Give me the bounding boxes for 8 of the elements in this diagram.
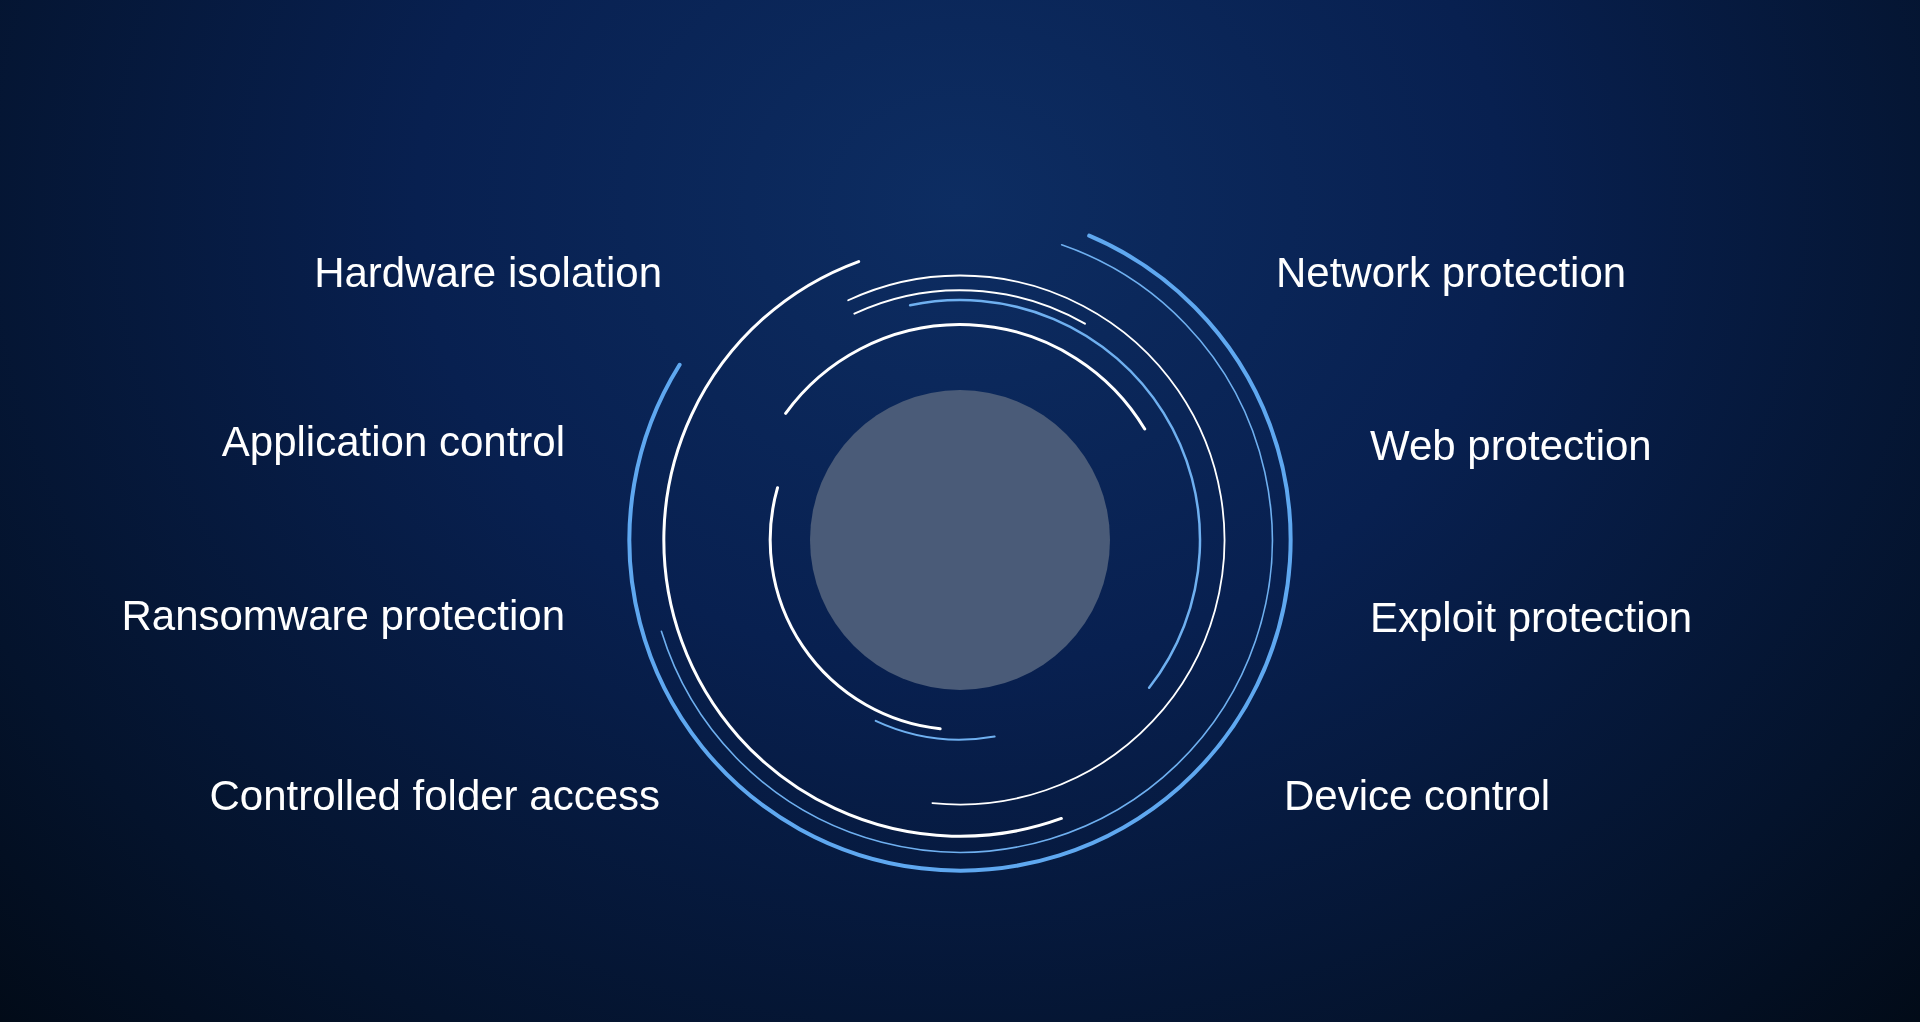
- feature-label: Exploit protection: [1370, 593, 1693, 643]
- feature-label: Controlled folder access: [209, 771, 660, 821]
- feature-label: Ransomware protection: [121, 591, 565, 641]
- feature-label: Application control: [221, 417, 565, 467]
- feature-label: Network protection: [1276, 248, 1627, 298]
- feature-label: Web protection: [1370, 421, 1652, 471]
- feature-label: Device control: [1284, 771, 1551, 821]
- feature-label: Hardware isolation: [314, 248, 662, 298]
